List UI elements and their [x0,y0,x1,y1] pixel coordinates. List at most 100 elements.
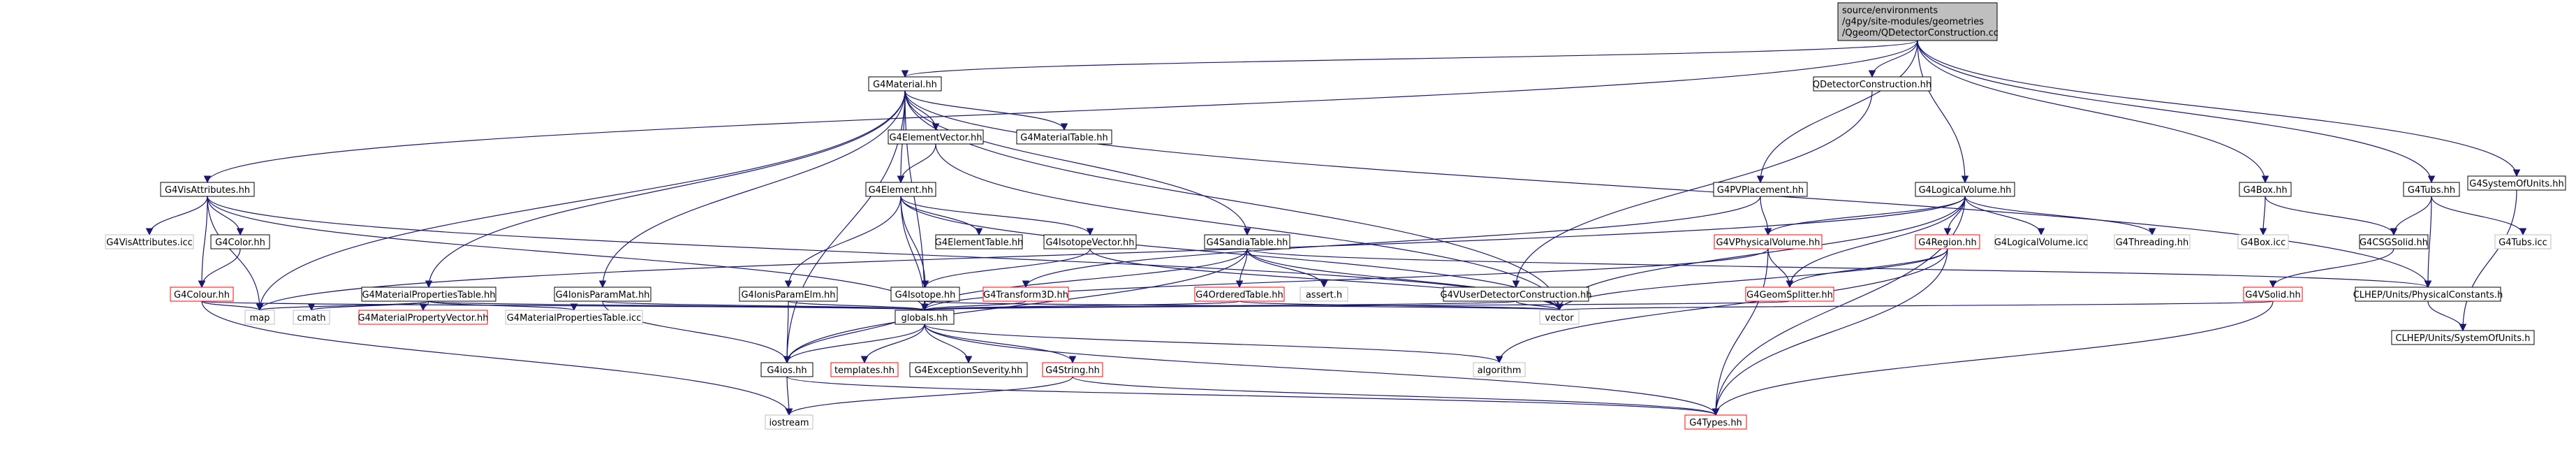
node-g4pvplacement-hh[interactable]: G4PVPlacement.hh [1713,182,1808,197]
node-g4material-hh[interactable]: G4Material.hh [868,76,942,92]
node-box-g4isotopevector-hh[interactable] [1043,234,1137,249]
node-g4sandiatable-hh[interactable]: G4SandiaTable.hh [1204,234,1290,249]
node-box-g4vphysicalvolume-hh[interactable] [1714,234,1823,249]
node-box-g4threading-hh[interactable] [2114,234,2191,249]
node-g4isotope-hh[interactable]: G4Isotope.hh [890,287,960,302]
node-box-g4ionisparammat-hh[interactable] [554,287,652,302]
node-templates-hh[interactable]: templates.hh [830,362,899,377]
node-box-g4ios-hh[interactable] [760,362,814,377]
node-qdetectorconstruction-hh[interactable]: QDetectorConstruction.hh [1813,76,1931,92]
node-box-g4csgsolid-hh[interactable] [2359,234,2429,249]
node-box-g4vuserdetectorconstruction-hh[interactable] [1443,287,1589,302]
node-box-g4materialpropertyvector-hh[interactable] [358,310,488,325]
node-g4geomsplitter-hh[interactable]: G4GeomSplitter.hh [1745,287,1834,302]
node-box-g4isotope-hh[interactable] [890,287,960,302]
node-g4logicalvolume-hh[interactable]: G4LogicalVolume.hh [1915,182,2015,197]
node-box-g4sandiatable-hh[interactable] [1204,234,1290,249]
node-box-clhep-systemofunits-h[interactable] [2391,330,2535,345]
node-g4box-hh[interactable]: G4Box.hh [2239,182,2292,197]
node-clhep-physicalconstants-h[interactable]: CLHEP/Units/PhysicalConstants.h [2353,287,2503,302]
node-box-g4orderedtable-hh[interactable] [1194,287,1285,302]
node-box-g4materialpropertiestable-hh[interactable] [361,287,496,302]
node-box-g4pvplacement-hh[interactable] [1713,182,1808,197]
node-box-g4tubs-hh[interactable] [2403,182,2460,197]
node-g4transform3d-hh[interactable]: G4Transform3D.hh [982,287,1069,302]
node-g4color-hh[interactable]: G4Color.hh [210,234,270,249]
node-g4materialtable-hh[interactable]: G4MaterialTable.hh [1016,129,1112,145]
node-map[interactable]: map [244,310,275,325]
node-g4string-hh[interactable]: G4String.hh [1042,362,1103,377]
node-box-g4visattributes-icc[interactable] [105,234,194,249]
node-g4vphysicalvolume-hh[interactable]: G4VPhysicalVolume.hh [1714,234,1823,249]
node-g4ionisparamelm-hh[interactable]: G4IonisParamElm.hh [739,287,838,302]
node-g4elementtable-hh[interactable]: G4ElementTable.hh [935,234,1023,249]
node-box-g4systemofunits-hh[interactable] [2467,175,2566,191]
node-g4logicalvolume-icc[interactable]: G4LogicalVolume.icc [1994,234,2088,249]
node-box-g4box-hh[interactable] [2239,182,2292,197]
node-vector[interactable]: vector [1539,310,1580,325]
node-g4region-hh[interactable]: G4Region.hh [1915,234,1980,249]
node-box-map[interactable] [244,310,275,325]
node-box-g4ionisparamelm-hh[interactable] [739,287,838,302]
node-g4tubs-hh[interactable]: G4Tubs.hh [2403,182,2460,197]
node-g4box-icc[interactable]: G4Box.icc [2237,234,2289,249]
node-algorithm[interactable]: algorithm [1473,362,1526,377]
node-clhep-systemofunits-h[interactable]: CLHEP/Units/SystemOfUnits.h [2391,330,2535,345]
node-g4isotopevector-hh[interactable]: G4IsotopeVector.hh [1043,234,1137,249]
node-box-g4elementvector-hh[interactable] [888,129,984,145]
node-box-g4types-hh[interactable] [1684,414,1747,430]
node-g4colour-hh[interactable]: G4Colour.hh [170,287,234,302]
node-box-qdetectorconstruction-hh[interactable] [1813,76,1931,92]
node-g4orderedtable-hh[interactable]: G4OrderedTable.hh [1194,287,1285,302]
node-iostream[interactable]: iostream [765,414,814,430]
node-box-iostream[interactable] [765,414,814,430]
node-g4materialpropertiestable-hh[interactable]: G4MaterialPropertiesTable.hh [361,287,496,302]
node-box-g4tubs-icc[interactable] [2494,234,2552,249]
node-cmath[interactable]: cmath [293,310,330,325]
node-box-g4vsolid-hh[interactable] [2243,287,2303,302]
node-g4vsolid-hh[interactable]: G4VSolid.hh [2243,287,2303,302]
node-box-root[interactable] [1837,2,1998,41]
node-box-g4logicalvolume-icc[interactable] [1994,234,2088,249]
node-box-vector[interactable] [1539,310,1580,325]
node-box-g4exceptionseverity-hh[interactable] [909,362,1028,377]
node-box-g4visattributes-hh[interactable] [160,182,255,197]
node-box-g4material-hh[interactable] [868,76,942,92]
node-g4ios-hh[interactable]: G4ios.hh [760,362,814,377]
node-box-g4colour-hh[interactable] [170,287,234,302]
node-g4elementvector-hh[interactable]: G4ElementVector.hh [888,129,984,145]
node-g4csgsolid-hh[interactable]: G4CSGSolid.hh [2359,234,2429,249]
node-box-g4element-hh[interactable] [865,182,936,197]
node-box-algorithm[interactable] [1473,362,1526,377]
node-g4systemofunits-hh[interactable]: G4SystemOfUnits.hh [2467,175,2566,191]
node-assert-h[interactable]: assert.h [1300,287,1348,302]
node-box-g4transform3d-hh[interactable] [982,287,1069,302]
node-box-templates-hh[interactable] [830,362,899,377]
node-g4threading-hh[interactable]: G4Threading.hh [2114,234,2191,249]
node-box-globals-hh[interactable] [895,310,955,325]
node-box-g4logicalvolume-hh[interactable] [1915,182,2015,197]
node-globals-hh[interactable]: globals.hh [895,310,955,325]
node-g4element-hh[interactable]: G4Element.hh [865,182,936,197]
node-g4exceptionseverity-hh[interactable]: G4ExceptionSeverity.hh [909,362,1028,377]
node-box-g4region-hh[interactable] [1915,234,1980,249]
node-g4types-hh[interactable]: G4Types.hh [1684,414,1747,430]
node-g4tubs-icc[interactable]: G4Tubs.icc [2494,234,2552,249]
node-box-g4geomsplitter-hh[interactable] [1745,287,1834,302]
node-root[interactable]: source/environments/g4py/site-modules/ge… [1837,2,1999,41]
node-box-g4string-hh[interactable] [1042,362,1103,377]
node-box-cmath[interactable] [293,310,330,325]
node-box-g4elementtable-hh[interactable] [935,234,1023,249]
node-g4materialpropertyvector-hh[interactable]: G4MaterialPropertyVector.hh [358,310,489,325]
node-g4ionisparammat-hh[interactable]: G4IonisParamMat.hh [554,287,652,302]
node-g4vuserdetectorconstruction-hh[interactable]: G4VUserDetectorConstruction.hh [1441,287,1592,302]
node-box-clhep-physicalconstants-h[interactable] [2355,287,2501,302]
node-g4materialpropertiestable-icc[interactable]: G4MaterialPropertiesTable.icc [505,310,643,325]
node-g4visattributes-icc[interactable]: G4VisAttributes.icc [105,234,194,249]
node-box-g4materialpropertiestable-icc[interactable] [505,310,643,325]
node-box-assert-h[interactable] [1300,287,1348,302]
node-box-g4box-icc[interactable] [2237,234,2289,249]
node-box-g4color-hh[interactable] [210,234,270,249]
node-box-g4materialtable-hh[interactable] [1016,129,1112,145]
node-g4visattributes-hh[interactable]: G4VisAttributes.hh [160,182,255,197]
